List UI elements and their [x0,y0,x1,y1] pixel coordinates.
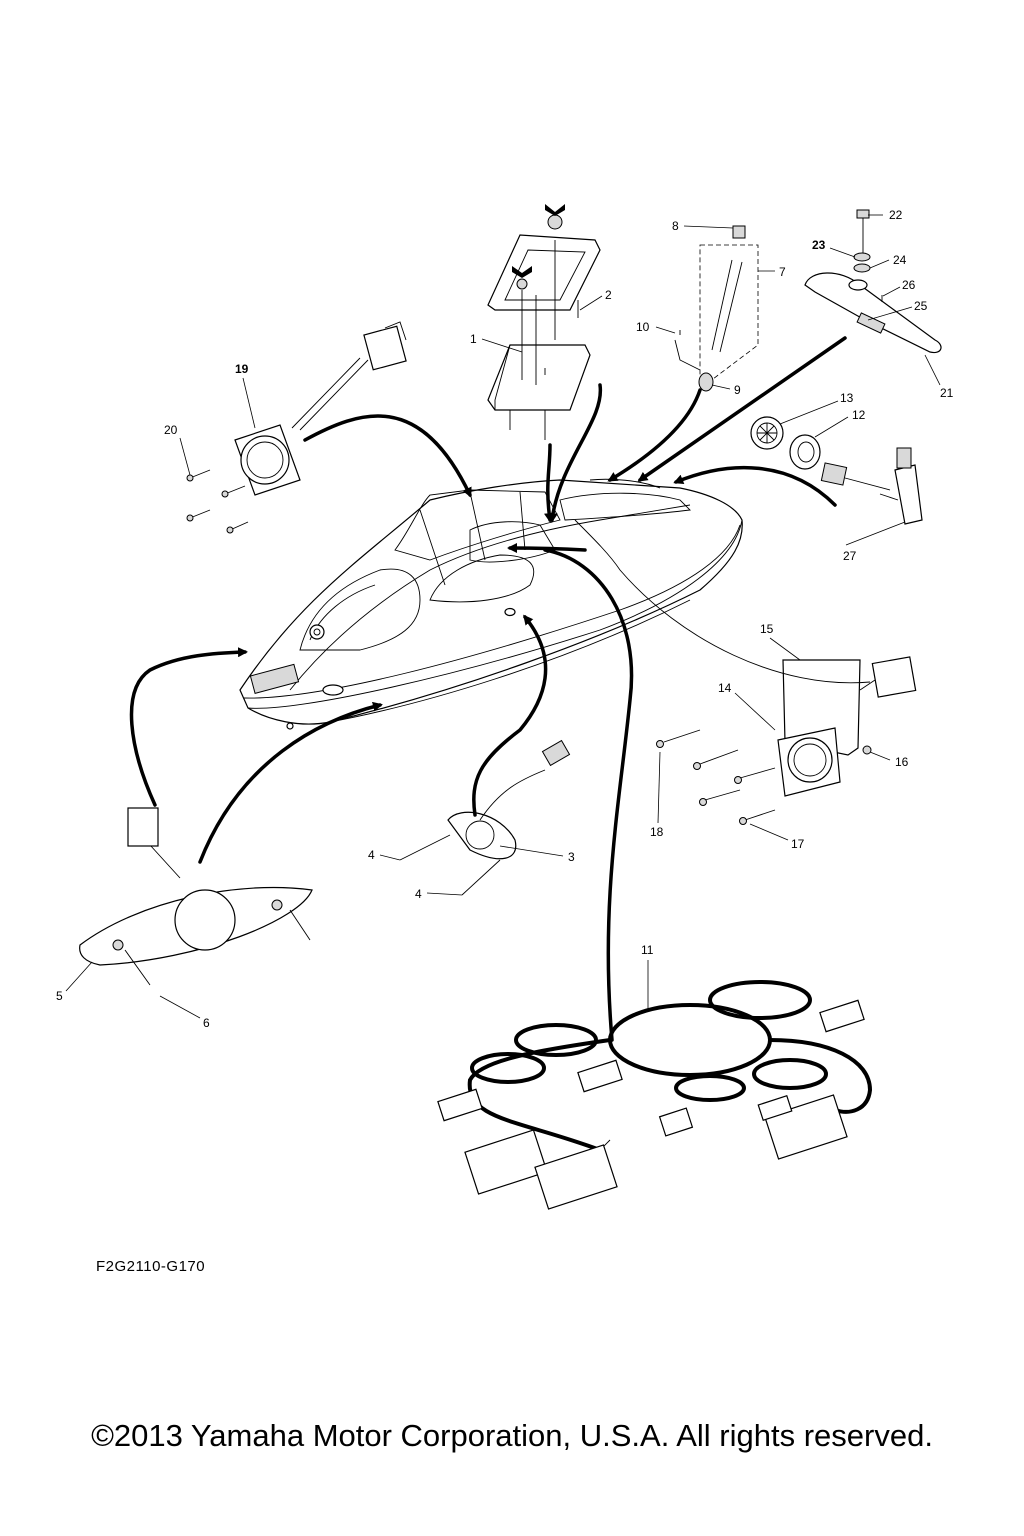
drawing-code: F2G2110-G170 [96,1258,206,1275]
callout-5: 5 [56,989,63,1003]
light-lens [79,807,313,986]
callout-24: 24 [893,253,907,267]
callout-2: 2 [605,288,612,302]
callout-25: 25 [914,299,928,313]
callout-20: 20 [164,423,178,437]
callout-23: 23 [812,238,826,252]
callout-11: 11 [641,943,654,957]
callout-7: 7 [779,265,786,279]
rod-assembly [674,225,759,392]
callout-labels: 1 2 3 4 4 5 6 7 8 9 10 11 12 13 14 15 16… [56,208,954,1030]
callout-14: 14 [718,681,732,695]
callout-4a: 4 [368,848,375,862]
callout-6: 6 [203,1016,210,1030]
ground-bracket [804,209,942,354]
callout-3: 3 [568,850,575,864]
grommets [750,416,821,470]
connection-arrows [129,336,871,1042]
callout-21: 21 [940,386,954,400]
temperature-sensor [820,447,923,525]
callout-9: 9 [734,383,741,397]
callout-10: 10 [636,320,650,334]
copyright-notice: ©2013 Yamaha Motor Corporation, U.S.A. A… [91,1418,933,1453]
battery-box-assembly [487,204,601,440]
wire-harness [437,980,873,1210]
leader-lines [65,214,941,1019]
courtesy-light [399,739,571,896]
callout-4b: 4 [415,887,422,901]
callout-16: 16 [895,755,909,769]
callout-8: 8 [672,219,679,233]
callout-1: 1 [470,332,477,346]
callout-15: 15 [760,622,774,636]
callout-19: 19 [235,362,249,376]
callout-22: 22 [889,208,903,222]
callout-26: 26 [902,278,916,292]
callout-17: 17 [791,837,805,851]
callout-12: 12 [852,408,866,422]
callout-13: 13 [840,391,854,405]
callout-27: 27 [843,549,857,563]
blower-flange [186,321,407,534]
mounting-plate [656,656,917,825]
boat-hull [239,478,743,730]
callout-18: 18 [650,825,664,839]
